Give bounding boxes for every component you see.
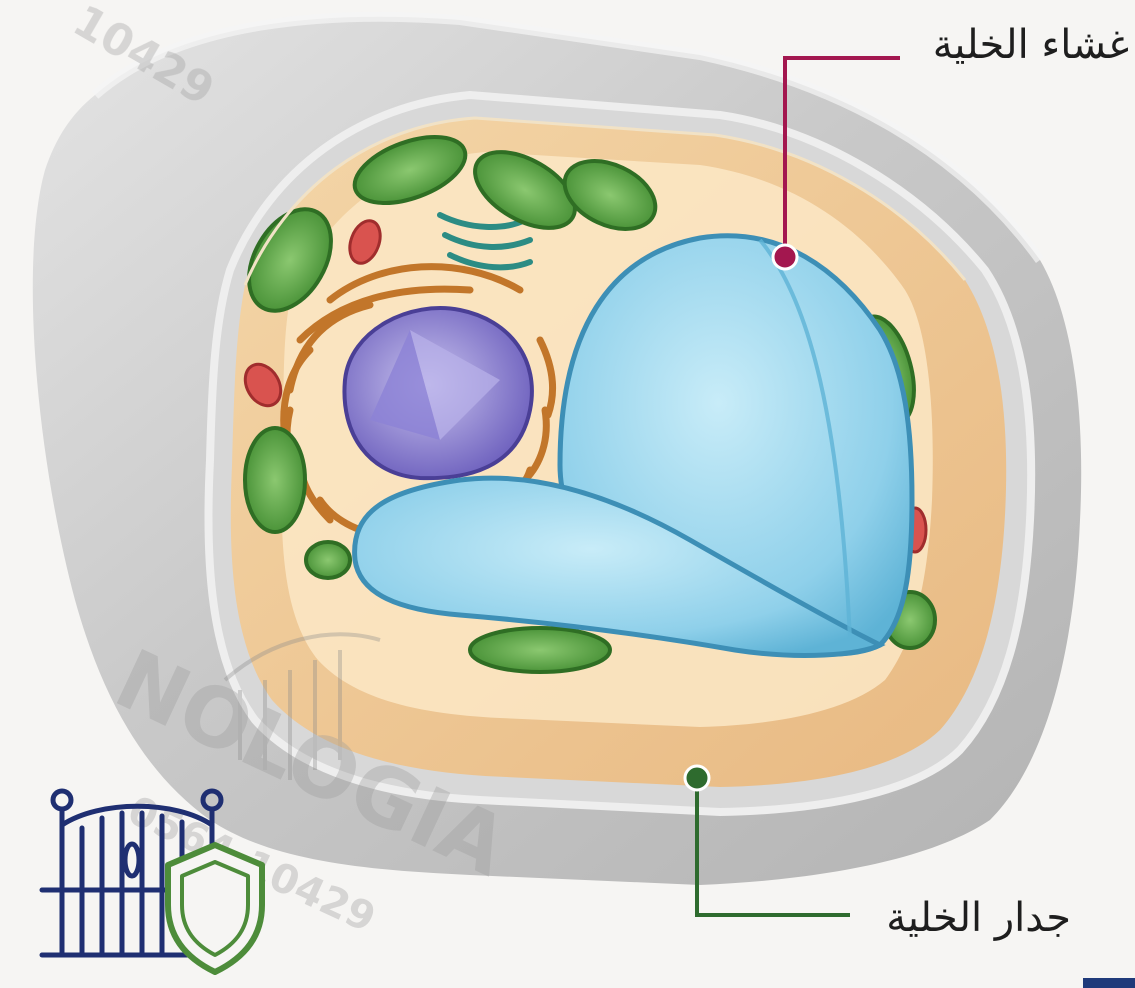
cell-wall-label: جدار الخلية <box>886 895 1071 941</box>
nucleus <box>344 308 531 478</box>
corner-tab <box>1083 978 1135 988</box>
cell-membrane-label: غشاء الخلية <box>933 22 1129 68</box>
